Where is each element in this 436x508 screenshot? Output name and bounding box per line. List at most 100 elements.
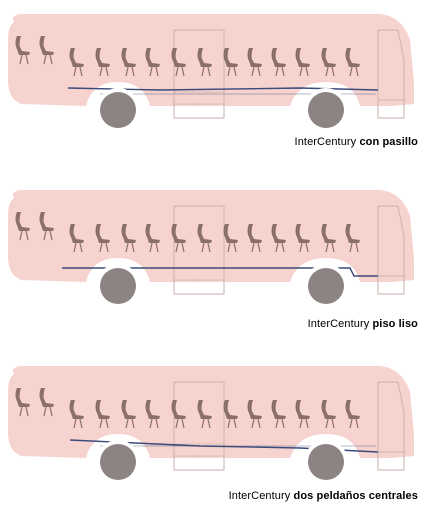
center-door [173,381,225,471]
seat-shape [321,224,336,243]
seat-legs [325,242,335,253]
seat [321,48,336,77]
seat [121,400,136,429]
center-door [173,29,225,119]
seat [197,48,212,77]
seat-legs [149,66,159,77]
seat-legs [325,418,335,429]
seat-shape [321,400,336,419]
seat-legs [275,418,285,429]
bus-diagram-steps [8,366,414,482]
seat [171,400,186,429]
bus-variant-steps: InterCentury dos peldaños centrales [0,352,436,508]
seat [171,224,186,253]
seat [295,400,310,429]
seat-shape [39,212,54,231]
bus-variant-flat: InterCentury piso liso [0,176,436,344]
wheel [100,92,136,128]
seat [145,48,160,77]
seat-shape [171,48,186,67]
seat-shape [95,48,110,67]
seat-shape [69,400,84,419]
seat [95,224,110,253]
seat-shape [15,388,30,407]
seat [15,36,30,65]
seat-shape [295,224,310,243]
seat [15,388,30,417]
seat [145,224,160,253]
seat-legs [19,54,29,65]
seat [295,224,310,253]
bus-body [8,190,414,282]
seat-legs [325,66,335,77]
seat-shape [95,400,110,419]
seat-shape [247,48,262,67]
seat [345,400,360,429]
seat-legs [125,242,135,253]
seat-shape [121,48,136,67]
seat [345,224,360,253]
seat [145,400,160,429]
seat-shape [345,48,360,67]
seat-legs [175,66,185,77]
caption-type: piso liso [372,318,418,330]
seat-legs [125,418,135,429]
bus-variant-aisle: InterCentury con pasillo [0,0,436,168]
seat-legs [73,66,83,77]
seat [39,36,54,65]
seat [345,48,360,77]
seat [247,48,262,77]
seat-legs [43,406,53,417]
seat-legs [175,418,185,429]
seat-shape [15,36,30,55]
seat-legs [227,242,237,253]
caption-steps: InterCentury dos peldaños centrales [229,490,418,502]
seat-shape [39,36,54,55]
seat-shape [295,400,310,419]
bus-body [8,366,414,458]
seat-shape [247,224,262,243]
seat [271,48,286,77]
caption-type: dos peldaños centrales [293,490,418,502]
seat-legs [299,66,309,77]
seat-shape [69,48,84,67]
seat-legs [149,242,159,253]
front-door [377,381,405,471]
caption-flat: InterCentury piso liso [308,318,418,330]
seat-legs [99,418,109,429]
seat [95,400,110,429]
seat-legs [251,242,261,253]
seat-legs [99,242,109,253]
seat-shape [271,48,286,67]
seat-legs [349,242,359,253]
seat [39,212,54,241]
wheel [100,268,136,304]
seat-legs [349,66,359,77]
seat-shape [223,400,238,419]
seat [321,400,336,429]
seat-legs [201,242,211,253]
seat-legs [175,242,185,253]
seat-legs [43,230,53,241]
seat-shape [321,48,336,67]
seat-shape [171,224,186,243]
seat-shape [69,224,84,243]
front-door [377,205,405,295]
seat-shape [247,400,262,419]
seat-legs [43,54,53,65]
seat-legs [227,418,237,429]
seat-shape [197,224,212,243]
seat [69,224,84,253]
seat-shape [223,48,238,67]
seat-legs [73,242,83,253]
seat-shape [223,224,238,243]
seat-legs [19,406,29,417]
seat [223,48,238,77]
seat-legs [227,66,237,77]
seat-legs [299,242,309,253]
seat-shape [121,224,136,243]
caption-type: con pasillo [359,136,418,148]
seat-legs [299,418,309,429]
seat-legs [275,242,285,253]
bus-body [8,14,414,106]
